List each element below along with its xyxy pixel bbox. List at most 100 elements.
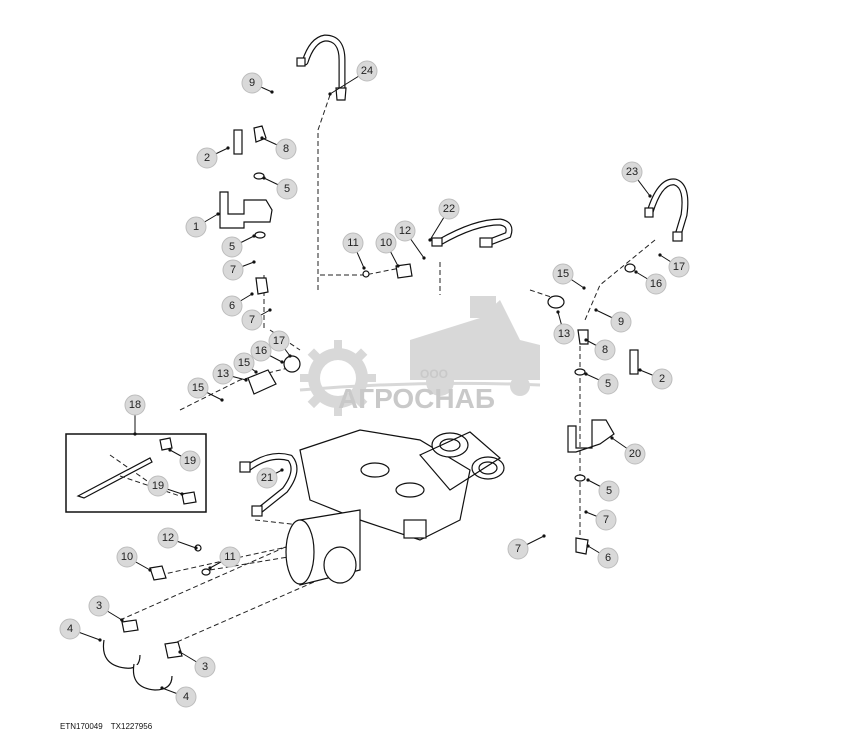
- callout-7: 7: [241, 308, 272, 331]
- callout-number: 7: [515, 543, 521, 555]
- callout-5: 5: [262, 176, 298, 200]
- callout-number: 9: [618, 316, 624, 328]
- callout-number: 7: [249, 314, 255, 326]
- callout-11: 11: [208, 546, 241, 570]
- callout-number: 20: [629, 448, 641, 460]
- leader-tip: [658, 253, 662, 257]
- hose-23: [644, 178, 689, 242]
- callout-24: 24: [328, 60, 378, 96]
- callout-bubble: [507, 538, 529, 560]
- callout-number: 11: [347, 237, 358, 249]
- callout-bubble: [221, 236, 243, 258]
- figure-footer: ETN170049 TX1227956: [60, 722, 158, 731]
- callout-9: 9: [241, 72, 274, 94]
- leader-tip: [208, 566, 212, 570]
- leader-tip: [422, 256, 426, 260]
- callout-bubble: [438, 198, 460, 220]
- callout-5: 5: [221, 234, 256, 258]
- callout-bubble: [594, 339, 616, 361]
- callout-number: 8: [602, 344, 608, 356]
- leader-tip: [556, 310, 560, 314]
- bracket-assembly-left: [219, 125, 273, 295]
- callout-bubble: [610, 311, 632, 333]
- callout-15: 15: [233, 352, 258, 374]
- callout-number: 6: [605, 552, 611, 564]
- callout-2: 2: [638, 368, 673, 390]
- callout-bubble: [88, 595, 110, 617]
- leader-tip: [220, 398, 224, 402]
- callout-bubble: [651, 368, 673, 390]
- callout-number: 12: [399, 225, 411, 237]
- callout-15: 15: [552, 263, 586, 290]
- callout-15: 15: [187, 377, 224, 402]
- leader-tip: [638, 368, 642, 372]
- callout-bubble: [621, 161, 643, 183]
- callout-number: 11: [224, 551, 235, 563]
- leader-tip: [584, 510, 588, 514]
- callout-number: 10: [121, 551, 133, 563]
- callout-8: 8: [584, 338, 616, 361]
- leader-tip: [594, 308, 598, 312]
- callout-7: 7: [507, 534, 546, 560]
- callout-number: 5: [284, 183, 290, 195]
- callout-number: 15: [192, 382, 204, 394]
- callout-8: 8: [260, 136, 297, 160]
- callout-bubble: [212, 363, 234, 385]
- callout-3: 3: [88, 595, 124, 622]
- callout-21: 21: [256, 467, 284, 489]
- callout-bubble: [157, 527, 179, 549]
- leader-tip: [120, 618, 124, 622]
- leader-tip: [280, 360, 284, 364]
- callout-number: 19: [152, 480, 164, 492]
- leader-tip: [328, 92, 332, 96]
- leader-tip: [133, 432, 137, 436]
- callout-bubble: [342, 232, 364, 254]
- leader-tip: [280, 468, 284, 472]
- callout-number: 23: [626, 166, 638, 178]
- clamp-lower: [132, 641, 183, 691]
- leader-tip: [168, 448, 172, 452]
- callout-12: 12: [394, 220, 426, 260]
- callout-5: 5: [586, 478, 620, 502]
- callout-number: 19: [184, 455, 196, 467]
- leader-tip: [194, 546, 198, 550]
- figure-id: ETN170049: [60, 722, 103, 731]
- callout-bubble: [552, 263, 574, 285]
- callout-number: 7: [603, 514, 609, 526]
- leader-tip: [582, 286, 586, 290]
- leader-tip: [270, 90, 274, 94]
- callout-22: 22: [428, 198, 460, 242]
- callout-number: 12: [162, 532, 174, 544]
- callout-bubble: [241, 72, 263, 94]
- callout-10: 10: [116, 546, 152, 572]
- callout-23: 23: [621, 161, 652, 198]
- callout-17: 17: [658, 253, 690, 278]
- callout-number: 22: [443, 203, 455, 215]
- callout-bubble: [598, 480, 620, 502]
- callout-number: 5: [605, 378, 611, 390]
- callout-13: 13: [212, 363, 248, 385]
- callout-bubble: [356, 60, 378, 82]
- callout-bubble: [185, 216, 207, 238]
- callout-bubble: [222, 259, 244, 281]
- callout-bubble: [116, 546, 138, 568]
- leader-tip: [244, 378, 248, 382]
- callout-number: 10: [380, 237, 392, 249]
- callout-bubble: [256, 467, 278, 489]
- leader-tip: [160, 686, 164, 690]
- leader-tip: [262, 176, 266, 180]
- callout-6: 6: [221, 292, 254, 317]
- leader-tip: [428, 238, 432, 242]
- callout-number: 8: [283, 143, 289, 155]
- leader-tip: [252, 260, 256, 264]
- leader-tip: [268, 308, 272, 312]
- callout-19: 19: [168, 448, 201, 472]
- fittings: [149, 263, 636, 581]
- leader-tip: [98, 638, 102, 642]
- callout-number: 7: [230, 264, 236, 276]
- callout-number: 2: [659, 373, 665, 385]
- callout-9: 9: [594, 308, 632, 333]
- callout-bubble: [147, 475, 169, 497]
- watermark-name: АГРОСНАБ: [338, 383, 495, 414]
